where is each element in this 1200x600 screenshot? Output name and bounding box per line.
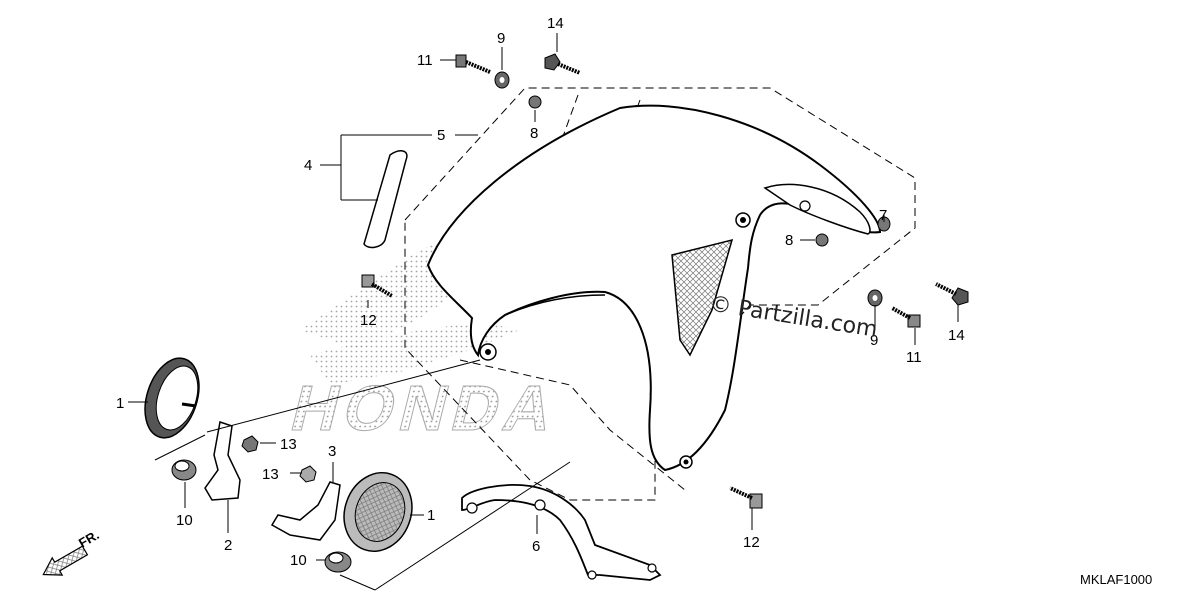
callout-6: 6 xyxy=(532,538,540,555)
front-direction-indicator: FR. xyxy=(42,527,102,576)
callout-10-left: 10 xyxy=(176,512,193,529)
callout-12-bottom: 12 xyxy=(743,534,760,551)
bolt-12-left xyxy=(361,274,394,298)
callout-8-right: 8 xyxy=(785,232,793,249)
reflector-bracket-right xyxy=(270,481,341,541)
bolt-11-top xyxy=(455,54,491,74)
washer-8-right xyxy=(815,233,829,247)
callout-14-right: 14 xyxy=(948,327,965,344)
reflector-left xyxy=(144,357,200,439)
fender-stay xyxy=(461,484,662,581)
callout-10-right: 10 xyxy=(290,552,307,569)
callouts: 1 1 2 3 4 5 6 7 8 8 9 9 10 10 11 11 12 1… xyxy=(116,15,965,569)
callout-8-top: 8 xyxy=(530,125,538,142)
callout-13-upper: 13 xyxy=(280,436,297,453)
callout-9-right: 9 xyxy=(870,332,878,349)
callout-9-top: 9 xyxy=(497,30,505,47)
nut-13-upper xyxy=(241,435,259,453)
bolt-12-bottom xyxy=(729,486,763,509)
honda-brand-mark: HONDA xyxy=(284,372,567,444)
callout-1-right: 1 xyxy=(427,507,435,524)
grommet-left xyxy=(171,459,197,481)
nut-13-lower xyxy=(299,465,317,483)
callout-2: 2 xyxy=(224,537,232,554)
diagram-code: MKLAF1000 xyxy=(1080,572,1152,587)
callout-5: 5 xyxy=(437,127,445,144)
leader-lines xyxy=(128,33,959,591)
reflector-right xyxy=(343,472,413,552)
callout-11-top: 11 xyxy=(417,52,433,69)
reflector-bracket-left xyxy=(204,421,241,501)
callout-3: 3 xyxy=(328,443,336,460)
bolt-14-right xyxy=(935,282,969,306)
callout-1-left: 1 xyxy=(116,395,124,412)
bolt-14-top xyxy=(544,53,581,75)
direction-arrow-icon xyxy=(42,545,89,576)
washer-8-top xyxy=(528,95,542,109)
rubber-strip xyxy=(363,150,408,249)
grommet-right xyxy=(324,551,352,573)
washer-9-right xyxy=(867,289,883,307)
bolt-11-right xyxy=(891,306,921,328)
callout-12-left: 12 xyxy=(360,312,377,329)
front-fender xyxy=(426,104,882,472)
callout-13-lower: 13 xyxy=(262,466,279,483)
callout-4: 4 xyxy=(304,157,312,174)
callout-7: 7 xyxy=(879,207,887,224)
callout-14-top: 14 xyxy=(547,15,564,32)
callout-11-right: 11 xyxy=(906,349,922,366)
washer-9-top xyxy=(494,71,510,89)
